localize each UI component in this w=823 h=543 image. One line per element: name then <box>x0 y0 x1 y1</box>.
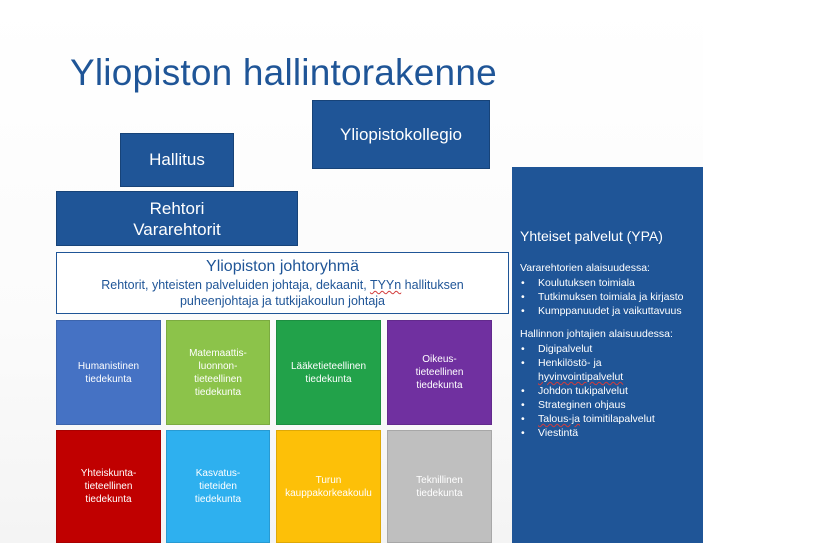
faculty-label-line: tiedekunta <box>416 487 463 499</box>
ypa-list-item: • Kumppanuudet ja vaikuttavuus <box>520 304 695 318</box>
faculty-box: Oikeus-tieteellinen tiedekunta <box>387 320 492 425</box>
bullet-icon: • <box>521 343 525 355</box>
faculty-box: Kasvatus-tieteiden tiedekunta <box>166 430 270 543</box>
hallitus-box: Hallitus <box>120 133 234 187</box>
faculty-label-line: Turun <box>315 474 342 486</box>
faculty-label-line: tieteellinen <box>194 373 242 385</box>
faculty-label-line: Lääketieteellinen <box>290 360 367 372</box>
ypa-group2-list: • Digipalvelut • Henkilöstö- ja hyvinvointi… <box>520 342 695 440</box>
bullet-icon: • <box>521 277 525 289</box>
faculty-label-line: tiedekunta <box>194 386 242 398</box>
ypa-item-label: Digipalvelut <box>538 343 593 355</box>
faculty-label-line: Humanistinen <box>77 360 140 372</box>
ypa-list-item: • Henkilöstö- ja hyvinvointipalvelut <box>520 356 695 384</box>
ypa-list-item: • Strateginen ohjaus <box>520 398 695 412</box>
ypa-list-item: • Viestintä <box>520 426 695 440</box>
yhteiset-palvelut-panel: Yhteiset palvelut (YPA) Vararehtorien al… <box>512 167 703 543</box>
ypa-item-label: Johdon tukipalvelut <box>538 385 628 397</box>
ypa-title: Yhteiset palvelut (YPA) <box>520 228 663 244</box>
faculty-label-line: tiedekunta <box>85 494 132 505</box>
ypa-item-label: Kumppanuudet ja vaikuttavuus <box>538 305 682 317</box>
ypa-group1-heading: Vararehtorien alaisuudessa: <box>520 262 650 274</box>
ypa-list-item: • Talous-ja toimitilapalvelut <box>520 412 695 426</box>
faculty-label-line: tieteellinen <box>415 367 464 378</box>
faculty-label-line: Oikeus- <box>422 354 457 365</box>
ypa-group2-heading: Hallinnon johtajien alaisuudessa: <box>520 328 673 340</box>
faculty-label-line: tiedekunta <box>85 373 132 385</box>
yliopistokollegio-label: Yliopistokollegio <box>340 124 462 144</box>
ypa-item-label: Strateginen ohjaus <box>538 399 626 411</box>
vararehtorit-label: Vararehtorit <box>133 219 221 239</box>
ypa-list-item: • Koulutuksen toimiala <box>520 276 695 290</box>
ypa-item-label: toimitilapalvelut <box>580 413 655 425</box>
johtoryhma-box: Yliopiston johtoryhmä Rehtorit, yhteiste… <box>56 252 509 314</box>
ypa-item-label: Koulutuksen toimiala <box>538 277 635 289</box>
faculty-label-line: tiedekunta <box>305 373 352 385</box>
bullet-icon: • <box>521 291 525 303</box>
ypa-item-label: Talous-ja <box>538 413 581 425</box>
yliopistokollegio-box: Yliopistokollegio <box>312 100 490 169</box>
bullet-icon: • <box>521 357 525 369</box>
bullet-icon: • <box>521 385 525 397</box>
johtoryhma-desc-part1: Rehtorit, yhteisten palveluiden johtaja,… <box>101 278 370 292</box>
faculty-label-line: tiedekunta <box>194 494 242 505</box>
faculty-label-line: luonnon- <box>198 360 238 372</box>
faculty-box: Yhteiskunta-tieteellinen tiedekunta <box>56 430 161 543</box>
johtoryhma-title: Yliopiston johtoryhmä <box>206 258 359 275</box>
ypa-item-label: hyvinvointipalvelut <box>538 371 624 383</box>
ypa-item-label: Tutkimuksen toimiala ja kirjasto <box>538 291 684 303</box>
faculty-label-line: Kasvatus- <box>195 468 241 479</box>
johtoryhma-desc-part2: hallituksen puheenjohtaja ja tutkijakoul… <box>179 278 464 308</box>
ypa-group1-list: • Koulutuksen toimiala • Tutkimuksen toimi… <box>520 276 695 318</box>
bullet-icon: • <box>521 427 525 439</box>
rehtori-box: Rehtori Vararehtorit <box>56 191 298 246</box>
faculty-label-line: Teknillinen <box>416 474 463 486</box>
faculty-label-line: tieteiden <box>199 481 237 492</box>
ypa-list-item: • Johdon tukipalvelut <box>520 384 695 398</box>
bullet-icon: • <box>521 413 525 425</box>
hallitus-label: Hallitus <box>149 150 205 169</box>
ypa-item-label: Viestintä <box>538 427 579 439</box>
faculty-label-line: Matemaattis- <box>189 347 247 359</box>
faculty-label-line: tieteellinen <box>84 481 133 492</box>
rehtori-label: Rehtori <box>149 198 205 218</box>
ypa-list-item: • Tutkimuksen toimiala ja kirjasto <box>520 290 695 304</box>
faculty-label-line: Yhteiskunta- <box>80 468 137 479</box>
ypa-list-item: • Digipalvelut <box>520 342 695 356</box>
faculty-label-line: tiedekunta <box>416 380 463 391</box>
page-title: Yliopiston hallintorakenne <box>70 52 497 93</box>
bullet-icon: • <box>521 399 525 411</box>
faculty-label-line: kauppakorkeakoulu <box>285 487 372 499</box>
johtoryhma-description: Rehtorit, yhteisten palveluiden johtaja,… <box>57 277 508 309</box>
bullet-icon: • <box>521 305 525 317</box>
johtoryhma-desc-tyyn: TYYn <box>369 278 402 292</box>
ypa-item-label: Henkilöstö- ja <box>538 357 602 369</box>
